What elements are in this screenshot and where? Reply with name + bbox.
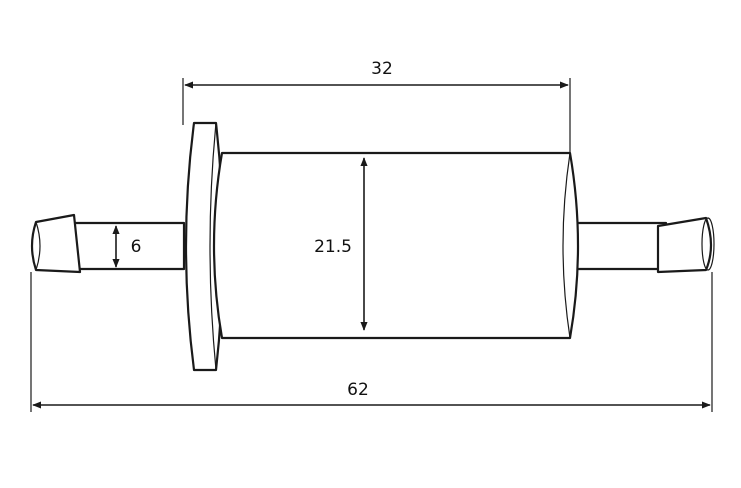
- filter-body: [212, 151, 580, 340]
- left-nozzle-barb: [30, 213, 82, 274]
- dimension-body-length: 32: [182, 59, 571, 153]
- body-diameter-label: 21.5: [314, 237, 352, 257]
- dimension-body-diameter: 21.5: [314, 157, 368, 331]
- left-nozzle: [30, 213, 186, 274]
- dimension-overall-length: 62: [30, 272, 713, 412]
- right-nozzle: [558, 216, 715, 274]
- overall-length-label: 62: [347, 380, 369, 400]
- dimension-nozzle-diameter: 6: [112, 225, 142, 268]
- left-nozzle-pipe: [70, 221, 186, 271]
- body-length-label: 32: [371, 59, 393, 79]
- nozzle-diameter-label: 6: [131, 237, 142, 257]
